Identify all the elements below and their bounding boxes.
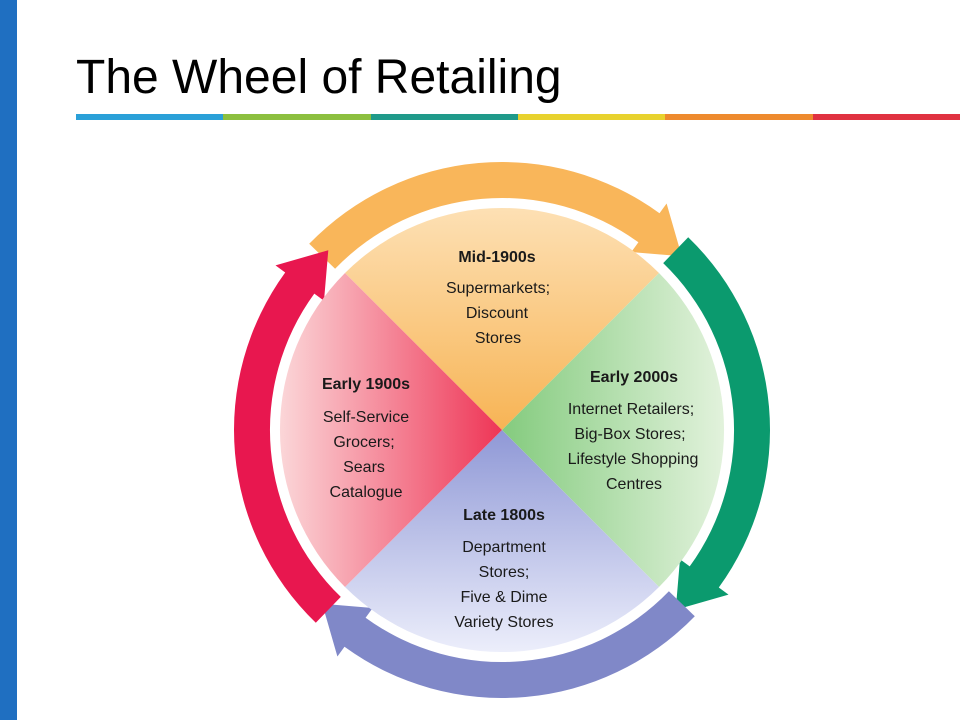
segment-text-line: Internet Retailers; xyxy=(568,401,694,418)
rule-segment xyxy=(223,114,371,120)
segment-text-line: Stores xyxy=(475,330,521,347)
arrow-left xyxy=(234,250,341,623)
rule-segment xyxy=(665,114,813,120)
page-title: The Wheel of Retailing xyxy=(76,51,562,104)
rule-segment xyxy=(812,114,960,120)
rule-segment xyxy=(76,114,224,120)
era-label: Early 1900s xyxy=(322,376,410,393)
segment-text-line: Lifestyle Shopping xyxy=(568,451,699,468)
rule-segment xyxy=(370,114,518,120)
segment-text-line: Grocers; xyxy=(333,434,394,451)
segment-text-line: Discount xyxy=(466,305,529,322)
segment-text-line: Self-Service xyxy=(323,409,409,426)
segment-text-line: Catalogue xyxy=(330,484,403,501)
segment-text-line: Big-Box Stores; xyxy=(574,426,685,443)
era-label: Late 1800s xyxy=(463,507,545,524)
title-underline xyxy=(76,114,960,120)
era-label: Early 2000s xyxy=(590,369,678,386)
label-group-mid-1900s: Mid-1900s Supermarkets; Discount Stores xyxy=(446,249,550,347)
segment-text-line: Five & Dime xyxy=(460,589,547,606)
segment-text-line: Department xyxy=(462,539,546,556)
segment-text-line: Variety Stores xyxy=(454,614,553,631)
segment-early-1900s xyxy=(279,273,502,587)
rule-segment xyxy=(517,114,666,120)
segment-late-1800s xyxy=(345,430,659,653)
arrow-bottom xyxy=(322,591,695,698)
era-label: Mid-1900s xyxy=(458,249,535,266)
label-group-early-1900s: Early 1900s Self-Service Grocers; Sears … xyxy=(322,376,410,501)
segment-text-line: Sears xyxy=(343,459,385,476)
segment-early-2000s xyxy=(502,273,725,587)
segment-text-line: Supermarkets; xyxy=(446,280,550,297)
label-group-early-2000s: Early 2000s Internet Retailers; Big-Box … xyxy=(568,369,699,493)
left-accent-bar xyxy=(0,0,17,720)
arrow-top xyxy=(309,162,682,269)
segment-mid-1900s xyxy=(345,207,659,430)
segment-text-line: Stores; xyxy=(479,564,530,581)
segment-text-line: Centres xyxy=(606,476,662,493)
label-group-late-1800s: Late 1800s Department Stores; Five & Dim… xyxy=(454,507,553,631)
arrow-right xyxy=(663,237,770,610)
